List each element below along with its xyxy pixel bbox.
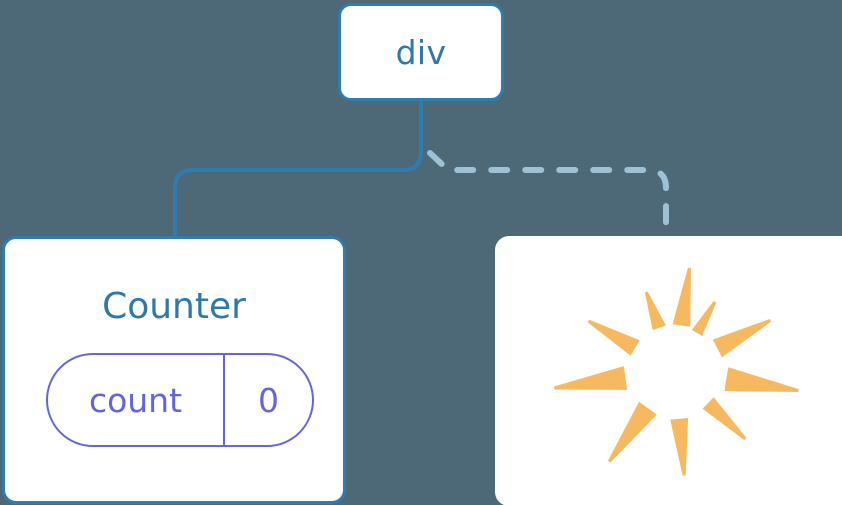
edge-div-sparkle[interactable] [427,150,669,241]
node-counter[interactable]: Counter count 0 [2,236,346,504]
state-pill-count[interactable]: count 0 [46,353,314,447]
ray-nne [691,300,717,336]
ray-n [672,267,691,327]
ray-ese [702,397,747,441]
ray-wnw [587,319,640,356]
node-div[interactable]: div [338,3,504,101]
state-key: count [88,380,183,420]
ray-w [553,366,628,390]
node-counter-label: Counter [102,286,246,327]
state-value: 0 [223,355,312,445]
ray-e [724,367,799,393]
sparkle-burst-icon [553,267,799,476]
node-div-label: div [395,32,447,72]
node-sparkle[interactable] [495,236,842,505]
ray-ssw [607,401,657,463]
ray-ne [712,318,772,358]
ray-s [670,418,689,476]
ray-nnw [644,291,666,331]
edge-div-counter[interactable] [173,99,423,240]
